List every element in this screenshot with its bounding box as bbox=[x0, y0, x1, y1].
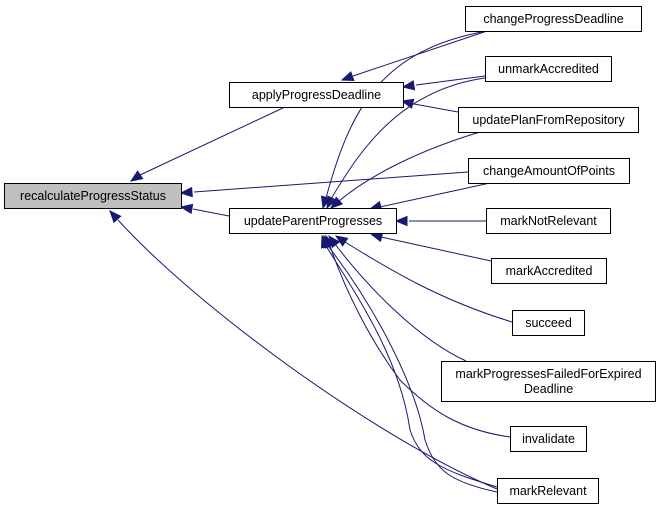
node-box[interactable] bbox=[512, 310, 585, 336]
arrowhead-icon bbox=[401, 80, 416, 91]
node-succeed[interactable]: succeed bbox=[512, 310, 585, 336]
node-changeAmountOfPoints[interactable]: changeAmountOfPoints bbox=[468, 158, 630, 184]
arrowhead-icon bbox=[334, 235, 349, 247]
node-label: markNotRelevant bbox=[500, 214, 597, 228]
edge-line bbox=[380, 236, 492, 262]
node-label: applyProgressDeadline bbox=[252, 88, 381, 102]
node-label: Deadline bbox=[524, 382, 573, 396]
node-markAccredited[interactable]: markAccredited bbox=[491, 258, 607, 284]
edge-updateParentProgresses-to-recalculateProgressStatus bbox=[179, 203, 230, 217]
node-box[interactable] bbox=[229, 208, 397, 234]
edge-markProgressesFailedForExpiredDeadline-to-updateParentProgresses bbox=[328, 234, 467, 362]
node-label: changeAmountOfPoints bbox=[483, 164, 615, 178]
edge-updatePlanFromRepository-to-updateParentProgresses bbox=[330, 131, 481, 209]
arrowhead-icon bbox=[330, 196, 344, 209]
node-label: recalculateProgressStatus bbox=[20, 189, 166, 203]
arrowhead-icon bbox=[326, 195, 337, 210]
node-applyProgressDeadline[interactable]: applyProgressDeadline bbox=[229, 82, 404, 108]
node-markNotRelevant[interactable]: markNotRelevant bbox=[486, 208, 611, 234]
edge-line bbox=[192, 208, 230, 217]
edge-line bbox=[117, 219, 498, 490]
node-changeProgressDeadline[interactable]: changeProgressDeadline bbox=[465, 6, 642, 32]
arrowhead-icon bbox=[129, 170, 144, 182]
node-label: succeed bbox=[525, 316, 572, 330]
edge-markRelevant-to-updateParentProgresses bbox=[323, 234, 498, 493]
arrowhead-icon bbox=[323, 234, 333, 249]
node-box[interactable] bbox=[468, 158, 630, 184]
edge-markNotRelevant-to-updateParentProgresses bbox=[394, 215, 486, 227]
edge-line bbox=[415, 75, 486, 86]
edge-line bbox=[139, 106, 286, 176]
edge-unmarkAccredited-to-applyProgressDeadline bbox=[401, 75, 486, 91]
node-box[interactable] bbox=[441, 361, 656, 402]
edge-line bbox=[330, 77, 486, 200]
node-box[interactable] bbox=[491, 258, 607, 284]
edge-applyProgressDeadline-to-recalculateProgressStatus bbox=[129, 106, 286, 182]
edge-line bbox=[413, 103, 459, 113]
node-updatePlanFromRepository[interactable]: updatePlanFromRepository bbox=[458, 107, 639, 133]
node-label: updateParentProgresses bbox=[244, 214, 382, 228]
edge-unmarkAccredited-to-updateParentProgresses bbox=[326, 77, 486, 210]
node-box[interactable] bbox=[229, 82, 404, 108]
node-box[interactable] bbox=[485, 56, 612, 82]
edge-line bbox=[338, 131, 481, 202]
edge-line bbox=[334, 243, 467, 362]
edge-line bbox=[379, 182, 491, 208]
edge-succeed-to-updateParentProgresses bbox=[334, 235, 513, 323]
edge-line bbox=[329, 245, 511, 438]
node-box[interactable] bbox=[497, 478, 599, 504]
edge-line bbox=[325, 245, 498, 488]
node-label: markRelevant bbox=[509, 484, 587, 498]
edge-changeAmountOfPoints-to-updateParentProgresses bbox=[368, 182, 491, 212]
node-recalculateProgressStatus[interactable]: recalculateProgressStatus bbox=[4, 183, 182, 209]
edge-markRelevant-to-recalculateProgressStatus bbox=[109, 210, 498, 490]
node-box[interactable] bbox=[510, 426, 587, 452]
node-updateParentProgresses[interactable]: updateParentProgresses bbox=[229, 208, 397, 234]
node-label: updatePlanFromRepository bbox=[472, 113, 625, 127]
edge-line bbox=[344, 241, 513, 323]
node-label: invalidate bbox=[522, 432, 575, 446]
edges-layer bbox=[109, 30, 513, 493]
node-label: markAccredited bbox=[506, 264, 593, 278]
node-markRelevant[interactable]: markRelevant bbox=[497, 478, 599, 504]
arrowhead-icon bbox=[109, 210, 122, 224]
arrowhead-icon bbox=[394, 215, 408, 227]
edge-changeAmountOfPoints-to-recalculateProgressStatus bbox=[179, 171, 469, 198]
node-box[interactable] bbox=[465, 6, 642, 32]
nodes-layer: recalculateProgressStatus applyProgressDe… bbox=[4, 6, 656, 504]
arrowhead-icon bbox=[179, 186, 193, 198]
node-box[interactable] bbox=[4, 183, 182, 209]
node-unmarkAccredited[interactable]: unmarkAccredited bbox=[485, 56, 612, 82]
node-label: markProgressesFailedForExpired bbox=[455, 367, 641, 381]
arrowhead-icon bbox=[340, 71, 355, 81]
arrowhead-icon bbox=[179, 203, 194, 215]
node-box[interactable] bbox=[486, 208, 611, 234]
edge-line bbox=[327, 245, 498, 493]
node-label: unmarkAccredited bbox=[498, 62, 599, 76]
node-label: changeProgressDeadline bbox=[483, 12, 623, 26]
edge-markAccredited-to-updateParentProgresses bbox=[369, 231, 492, 262]
node-invalidate[interactable]: invalidate bbox=[510, 426, 587, 452]
node-box[interactable] bbox=[458, 107, 639, 133]
